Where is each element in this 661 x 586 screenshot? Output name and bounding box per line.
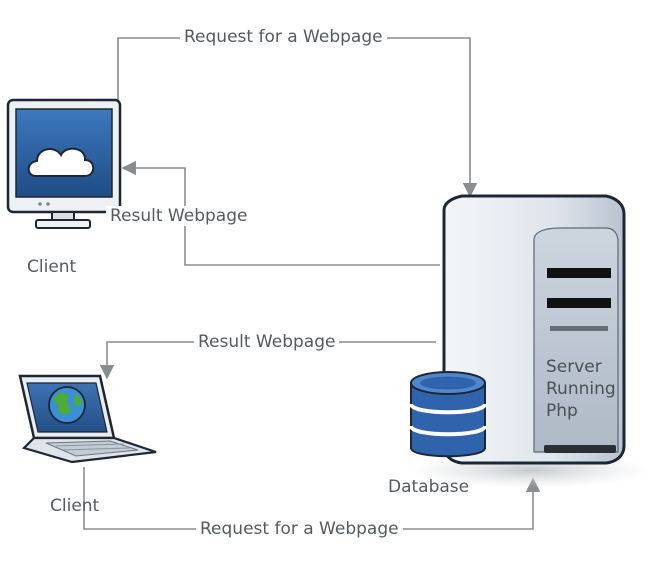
- desktop-monitor-icon: [6, 98, 122, 229]
- globe-icon: [48, 386, 86, 424]
- server-label-line-2: Running: [546, 379, 616, 399]
- top-result-label: Result Webpage: [106, 206, 252, 226]
- server-label-line-3: Php: [546, 401, 578, 421]
- top-request-label: Request for a Webpage: [180, 27, 387, 47]
- cloud-icon: [27, 147, 95, 177]
- server-tower-icon: [442, 194, 626, 465]
- database-label: Database: [388, 477, 470, 497]
- server-label: Server Running Php: [546, 356, 616, 422]
- client-top-label: Client: [27, 257, 77, 277]
- bottom-result-label: Result Webpage: [194, 332, 340, 352]
- server-label-line-1: Server: [546, 357, 602, 377]
- top-request-connector: [117, 37, 478, 198]
- bottom-request-label: Request for a Webpage: [196, 519, 403, 539]
- laptop-icon: [18, 374, 157, 464]
- client-bottom-label: Client: [50, 496, 100, 516]
- database-icon: [409, 371, 487, 458]
